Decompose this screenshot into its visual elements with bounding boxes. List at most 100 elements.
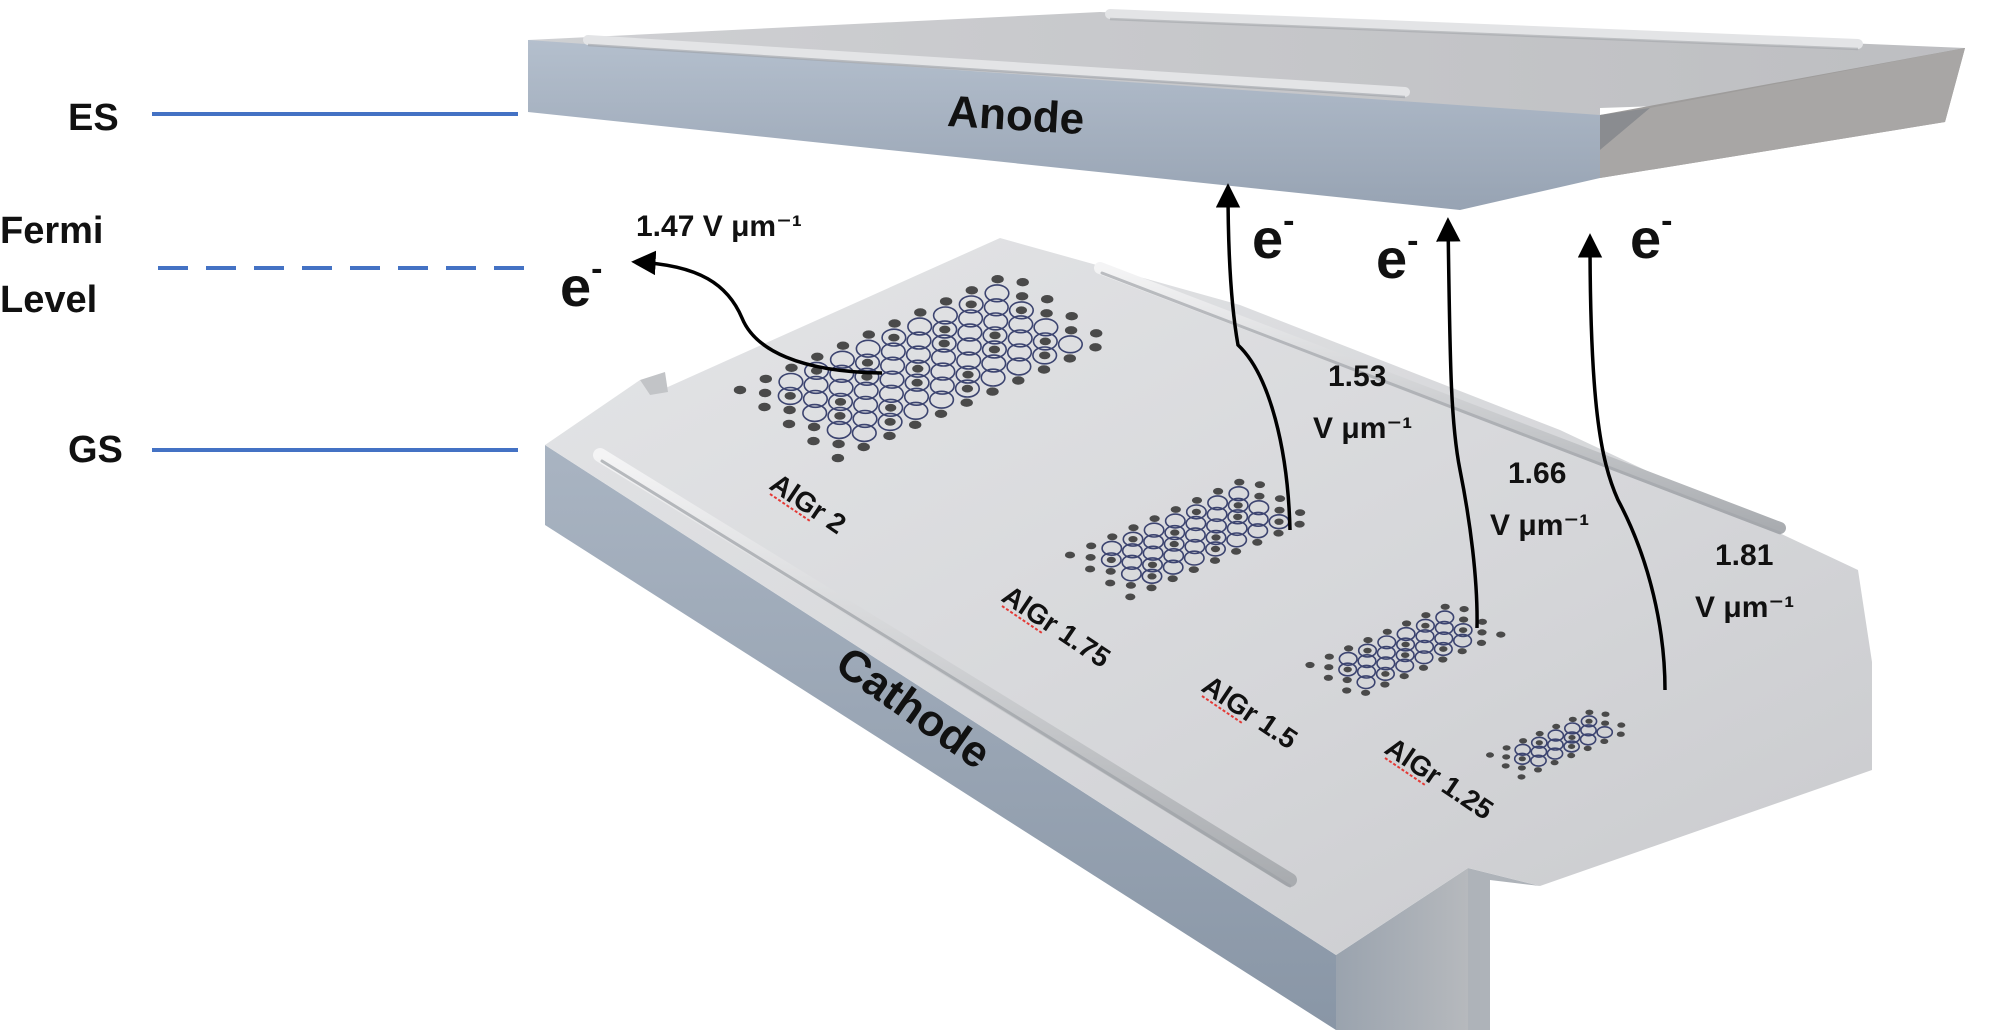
pore-hole (1015, 306, 1027, 315)
lattice-ring (1338, 651, 1358, 667)
pore-hole (1086, 542, 1097, 550)
pore-hole (1457, 648, 1467, 655)
electron-labels: e- e- e- e- (560, 202, 1672, 318)
lattice-ring (1226, 532, 1248, 548)
pore-hole (861, 372, 873, 381)
lattice-ring (1513, 752, 1531, 765)
lattice-ring (1395, 647, 1415, 663)
lattice-ring (1452, 633, 1473, 648)
sample-patch-algr-125 (1486, 709, 1626, 780)
lattice-ring (1580, 715, 1598, 728)
pore-hole (807, 436, 820, 446)
pore-hole (1438, 656, 1448, 663)
pore-hole (1037, 365, 1051, 374)
lattice-ring (1357, 653, 1377, 669)
pore-hole (1274, 518, 1284, 525)
pore-hole (1169, 540, 1179, 548)
lattice-ring (1120, 566, 1142, 582)
lattice-ring (1546, 747, 1564, 760)
pore-hole (1552, 723, 1561, 730)
lattice-ring (958, 295, 984, 314)
anode-label: Anode (946, 87, 1086, 144)
lattice-ring (853, 381, 879, 400)
lattice-ring (1162, 559, 1184, 575)
lattice-ring (829, 350, 856, 369)
pore-hole (1459, 606, 1469, 613)
lattice-ring (1185, 504, 1207, 520)
lattice-ring (1414, 639, 1435, 654)
pore-hole (1085, 554, 1096, 561)
pore-hole (1128, 536, 1138, 543)
lattice-ring (855, 339, 881, 358)
pore-hole (1568, 744, 1576, 749)
pore-hole (1535, 740, 1543, 746)
lattice-ring (903, 401, 929, 420)
pore-hole (1170, 506, 1181, 513)
pore-hole (1065, 312, 1078, 321)
pore-hole (883, 431, 896, 441)
lattice-ring (1395, 637, 1416, 652)
electron-path-algr-15 (1436, 217, 1479, 629)
lattice-ring (1206, 518, 1228, 534)
pore-hole (1090, 329, 1103, 338)
pore-hole (1107, 533, 1118, 541)
lattice-ring (803, 375, 829, 395)
fermi-label-line2: Level (0, 279, 97, 321)
pore-hole (758, 388, 772, 398)
pore-hole (1399, 673, 1409, 680)
electron-label-2: e- (1376, 222, 1418, 290)
lattice-ring (1564, 722, 1581, 735)
pore-hole (1401, 641, 1410, 648)
lattice-ring (954, 379, 981, 398)
lattice-ring (1580, 724, 1597, 737)
pore-hole (1380, 681, 1390, 688)
sample-label-algr-15-underline (1201, 695, 1243, 724)
pore-hole (1600, 738, 1609, 744)
lattice-ring (1057, 335, 1083, 354)
pore-hole (1363, 647, 1372, 654)
pore-hole (1149, 515, 1160, 522)
pore-hole (811, 352, 824, 361)
lattice-ring (1530, 736, 1548, 749)
lattice-ring (879, 370, 905, 389)
lattice-ring (906, 331, 932, 350)
lattice-ring (1122, 531, 1144, 547)
lattice-ring (1376, 645, 1396, 660)
pore-hole (885, 403, 897, 412)
lattice-ring (1142, 557, 1164, 573)
lattice-ring (983, 298, 1009, 317)
field-value-153-number: 1.53 (1328, 360, 1386, 393)
lattice-ring (1008, 315, 1034, 334)
electron-label-3: e- (1630, 202, 1672, 270)
electron-path-algr-125 (1577, 233, 1667, 691)
field-values: 1.47 V μm⁻¹ 1.53 V μm⁻¹ 1.66 V μm⁻¹ 1.81… (636, 210, 1794, 624)
pore-hole (1089, 343, 1102, 352)
lattice-ring (1142, 545, 1164, 561)
pore-hole (1535, 730, 1544, 737)
gs-label: GS (68, 429, 123, 471)
pore-hole (934, 409, 948, 418)
pore-hole (1402, 620, 1412, 627)
cathode-groove-right-shade (1100, 271, 1782, 535)
lattice-ring (851, 423, 877, 443)
lattice-ring (1514, 743, 1532, 756)
electron-path-algr-2 (631, 250, 883, 375)
lattice-ring (802, 389, 829, 409)
lattice-ring (1247, 511, 1269, 527)
lattice-ring (1357, 643, 1378, 658)
lattice-ring (1006, 343, 1033, 362)
pore-hole (834, 412, 846, 420)
lattice-ring (1376, 656, 1396, 671)
lattice-ring (1547, 738, 1564, 751)
pore-hole (782, 419, 796, 429)
energy-levels: ES Fermi Level GS (0, 97, 530, 471)
pore-hole (911, 378, 923, 387)
lattice-ring (1435, 610, 1455, 625)
pore-hole (888, 319, 901, 328)
lattice-ring (1377, 635, 1397, 650)
lattice-ring (1032, 346, 1058, 365)
pore-hole (1361, 689, 1371, 696)
lattice-ring (1434, 631, 1454, 646)
pore-hole (888, 333, 900, 342)
pore-hole (1016, 278, 1029, 287)
